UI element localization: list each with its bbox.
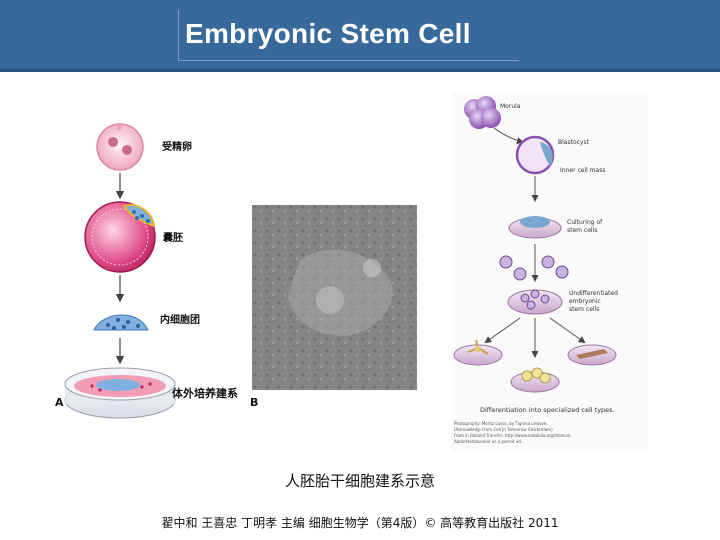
muscle-cell-dish-illustration bbox=[568, 345, 616, 365]
label-undiff-1: Undifferentiated bbox=[569, 290, 618, 297]
label-undiff-2: embryonic bbox=[569, 298, 601, 305]
fineprint-line-2: (Acknowledg: From Cell Jn Tomorrow Amste… bbox=[454, 427, 553, 432]
label-blastocyst-c: Blastocyst bbox=[558, 139, 590, 146]
label-blastocyst: 囊胚 bbox=[162, 231, 183, 244]
panel-c-schematic bbox=[452, 92, 648, 452]
label-undiff-3: stem cells bbox=[569, 306, 599, 313]
fertilized-egg-illustration bbox=[97, 124, 143, 170]
blastocyst-c-illustration bbox=[517, 137, 553, 173]
figure-caption: 人胚胎干细胞建系示意 bbox=[0, 470, 720, 491]
label-in-vitro-culture: 体外培养建系 bbox=[172, 386, 238, 400]
label-fertilized-egg: 受精卵 bbox=[162, 140, 192, 153]
fineprint-line-3: From in Bailand Transfer, http://www.not… bbox=[454, 433, 571, 438]
panel-b-micrograph bbox=[252, 205, 417, 390]
label-inner-cell-mass: 内细胞团 bbox=[160, 313, 200, 326]
culture-dish-illustration bbox=[65, 368, 175, 418]
panel-letter-b: B bbox=[250, 396, 258, 409]
label-differentiation: Differentiation into specialized cell ty… bbox=[480, 406, 615, 414]
panel-a bbox=[65, 124, 175, 418]
undifferentiated-dish-illustration bbox=[508, 290, 562, 314]
label-culturing-2: stem cells bbox=[567, 227, 597, 234]
panel-letter-a: A bbox=[55, 396, 64, 409]
figure-credit: 翟中和 王喜忠 丁明孝 主编 细胞生物学（第4版）© 高等教育出版社 2011 bbox=[0, 514, 720, 531]
label-inner-cell-mass-c: Inner cell mass bbox=[560, 167, 605, 174]
fineprint-line-1: Photography: Moritz Lasso, by Tignina Le… bbox=[454, 421, 548, 426]
fineprint-line-4: Abderfestsouvenir as a permit ed. bbox=[454, 439, 522, 444]
inner-cell-mass-illustration bbox=[94, 315, 148, 330]
label-morula: Morula bbox=[500, 103, 521, 110]
blastocyst-illustration bbox=[85, 202, 155, 272]
label-culturing-1: Culturing of bbox=[567, 219, 603, 226]
